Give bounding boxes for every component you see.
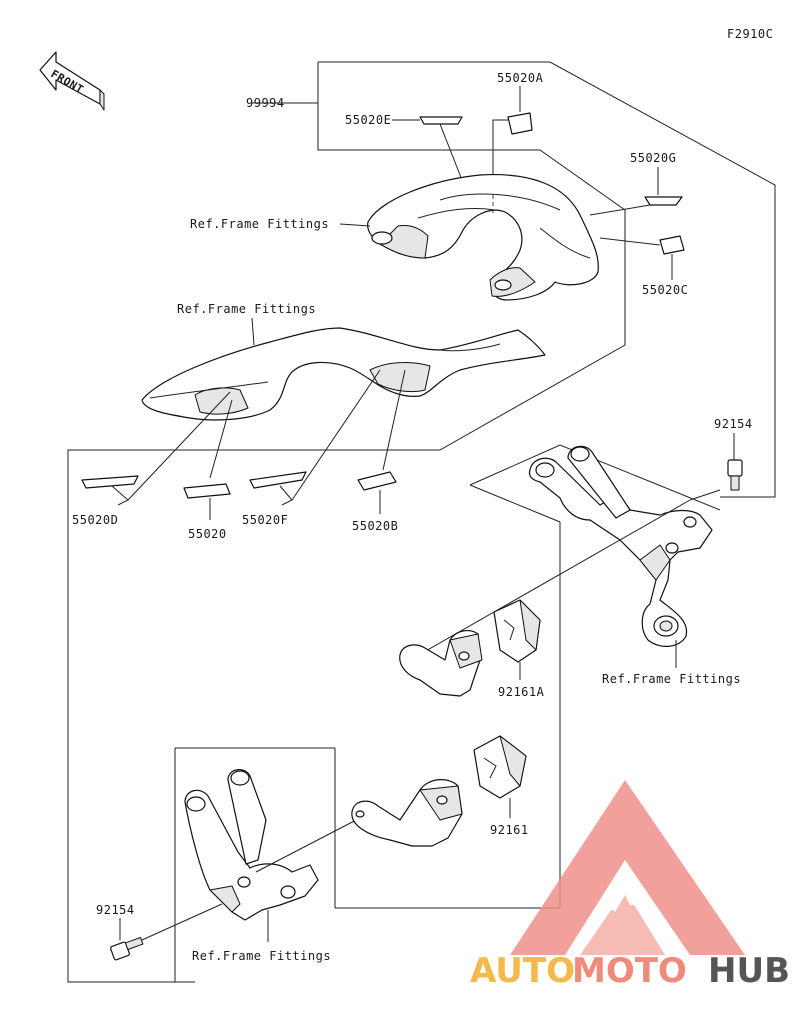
watermark-hub: HUB	[708, 951, 790, 991]
front-arrow-icon: FRONT	[39, 51, 105, 111]
right-footpeg-bracket	[528, 445, 713, 647]
decal-55020	[183, 483, 231, 499]
decal-55020E	[419, 116, 463, 125]
ref-frame-fittings-1: Ref.Frame Fittings	[190, 217, 329, 231]
diagram-code: F2910C	[727, 27, 773, 41]
decal-55020F	[249, 471, 307, 489]
right-heel-guard-bracket	[399, 630, 483, 697]
label-55020D: 55020D	[72, 513, 118, 527]
label-92161A: 92161A	[498, 685, 545, 699]
group-lines	[67, 61, 776, 983]
label-55020C: 55020C	[642, 283, 688, 297]
left-footpeg-bracket	[184, 769, 319, 921]
ref-frame-fittings-4: Ref.Frame Fittings	[192, 949, 331, 963]
label-92154-top: 92154	[714, 417, 753, 431]
label-99994: 99994	[246, 96, 285, 110]
lower-seat-panel	[141, 327, 546, 421]
heel-guard-92161	[473, 735, 527, 799]
label-55020E: 55020E	[345, 113, 391, 127]
label-55020F: 55020F	[242, 513, 288, 527]
heel-guard-92161A	[493, 599, 541, 663]
label-55020G: 55020G	[630, 151, 676, 165]
decal-55020C	[659, 235, 685, 255]
label-92154-bottom: 92154	[96, 903, 135, 917]
upper-seat-cowl	[367, 173, 599, 301]
bolt-92154-bottom-icon	[110, 936, 144, 961]
decal-55020D	[81, 475, 139, 489]
decal-55020A	[507, 112, 533, 135]
ref-frame-fittings-2: Ref.Frame Fittings	[177, 302, 316, 316]
watermark-moto: MOTO	[572, 951, 687, 991]
label-92161: 92161	[490, 823, 529, 837]
label-55020B: 55020B	[352, 519, 398, 533]
label-55020A: 55020A	[497, 71, 544, 85]
watermark-auto: AUTO	[470, 951, 575, 991]
left-heel-guard-bracket	[351, 779, 463, 847]
decal-55020G	[644, 196, 683, 206]
automotohub-logo	[510, 780, 745, 955]
bolt-92154-top-icon	[727, 459, 743, 491]
ref-frame-fittings-3: Ref.Frame Fittings	[602, 672, 741, 686]
label-55020: 55020	[188, 527, 227, 541]
decal-55020B	[357, 471, 397, 491]
